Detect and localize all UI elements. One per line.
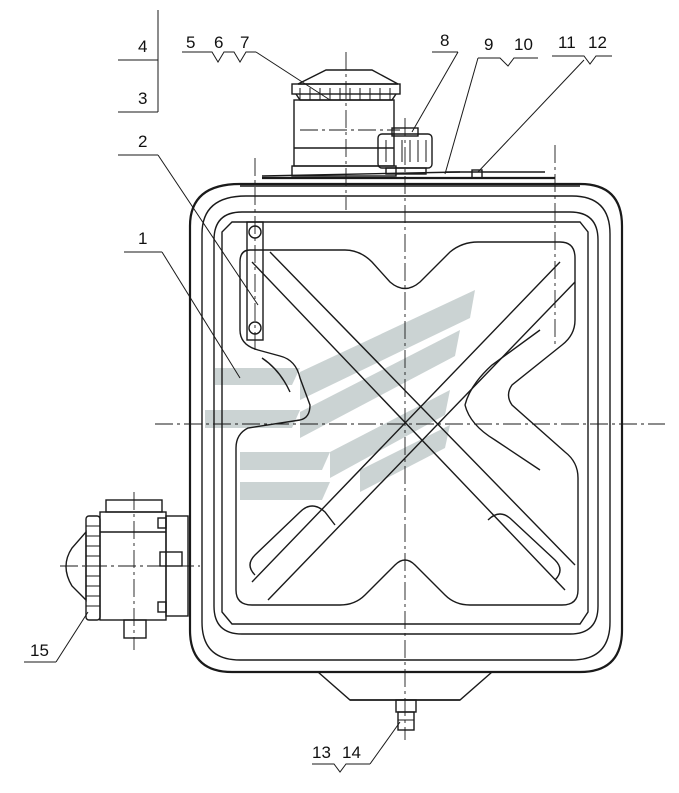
filler-cap	[291, 52, 401, 210]
tank-body	[188, 176, 624, 674]
callout-15: 15	[30, 641, 49, 660]
callout-7: 7	[240, 33, 249, 52]
callout-14: 14	[342, 743, 361, 762]
callout-6: 6	[214, 33, 223, 52]
cross-brace	[235, 241, 579, 606]
callout-labels: 4 3 2 1 5 6 7 8 9 10 11 12 15 13 14	[30, 31, 607, 762]
leader-lines	[24, 10, 612, 773]
level-gauge	[246, 158, 264, 350]
callout-4: 4	[138, 37, 147, 56]
inner-frame	[213, 211, 599, 635]
callout-12: 12	[588, 33, 607, 52]
return-filter	[65, 492, 189, 650]
callout-3: 3	[138, 89, 147, 108]
callout-10: 10	[514, 35, 533, 54]
callout-11: 11	[558, 33, 576, 52]
callout-2: 2	[138, 132, 147, 151]
breather-valve	[377, 118, 433, 740]
callout-1: 1	[138, 229, 147, 248]
drain-plug	[317, 671, 493, 731]
watermark-logo	[205, 290, 475, 500]
callout-13: 13	[312, 743, 331, 762]
callout-8: 8	[440, 31, 449, 50]
callout-5: 5	[186, 33, 195, 52]
callout-9: 9	[484, 35, 493, 54]
